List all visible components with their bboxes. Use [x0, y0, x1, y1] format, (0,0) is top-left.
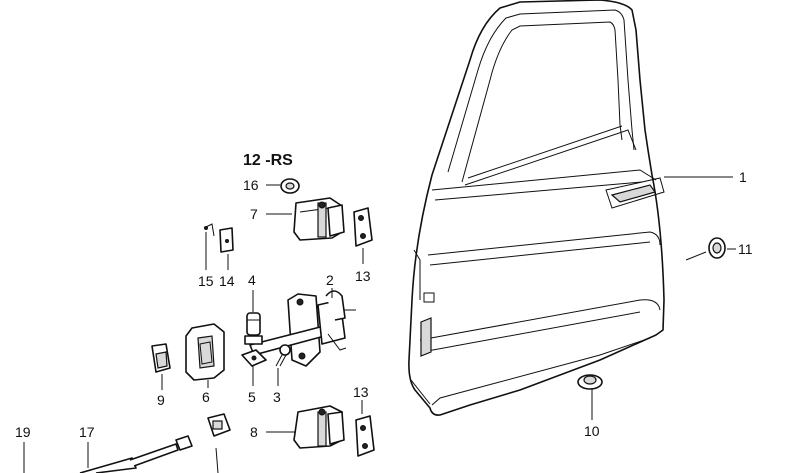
inner-handle-bezel: [185, 323, 225, 381]
callout-17: 17: [79, 424, 95, 440]
callout-16: 16: [243, 177, 259, 193]
grommet-plug: [708, 237, 726, 259]
drain-plug: [577, 374, 603, 390]
screw: [275, 344, 291, 367]
callout-12-rs: 12 -RS: [243, 152, 293, 169]
callout-8: 8: [250, 424, 258, 440]
leader-bottom-mid: [215, 447, 219, 473]
callout-4: 4: [248, 272, 256, 288]
callout-7: 7: [250, 206, 258, 222]
callout-13-lower: 13: [353, 384, 369, 400]
callout-5: 5: [248, 389, 256, 405]
upper-hinge-plate: [353, 207, 373, 247]
lower-hinge: [293, 405, 345, 449]
callout-10: 10: [584, 423, 600, 439]
lower-hinge-plate: [355, 415, 375, 457]
callout-14: 14: [219, 273, 235, 289]
door-check-strap: [249, 290, 356, 367]
callout-2: 2: [326, 272, 334, 288]
callout-19: 19: [15, 424, 31, 440]
leader-11: [685, 251, 707, 261]
callout-9: 9: [157, 392, 165, 408]
callout-1: 1: [739, 169, 747, 185]
upper-hinge: [293, 197, 345, 241]
callout-13-upper: 13: [355, 268, 371, 284]
check-strap-bolt: [244, 312, 263, 345]
callout-15: 15: [198, 273, 214, 289]
clip-and-pin: [203, 223, 234, 253]
square-grommet: [207, 413, 231, 437]
callout-11: 11: [738, 241, 753, 257]
hinge-grommet: [280, 178, 300, 194]
small-cover: [151, 343, 171, 373]
callout-3: 3: [273, 389, 281, 405]
door-shell: [408, 0, 665, 416]
gas-strut: [79, 435, 193, 473]
callout-6: 6: [202, 389, 210, 405]
pin-bracket: [241, 349, 267, 367]
